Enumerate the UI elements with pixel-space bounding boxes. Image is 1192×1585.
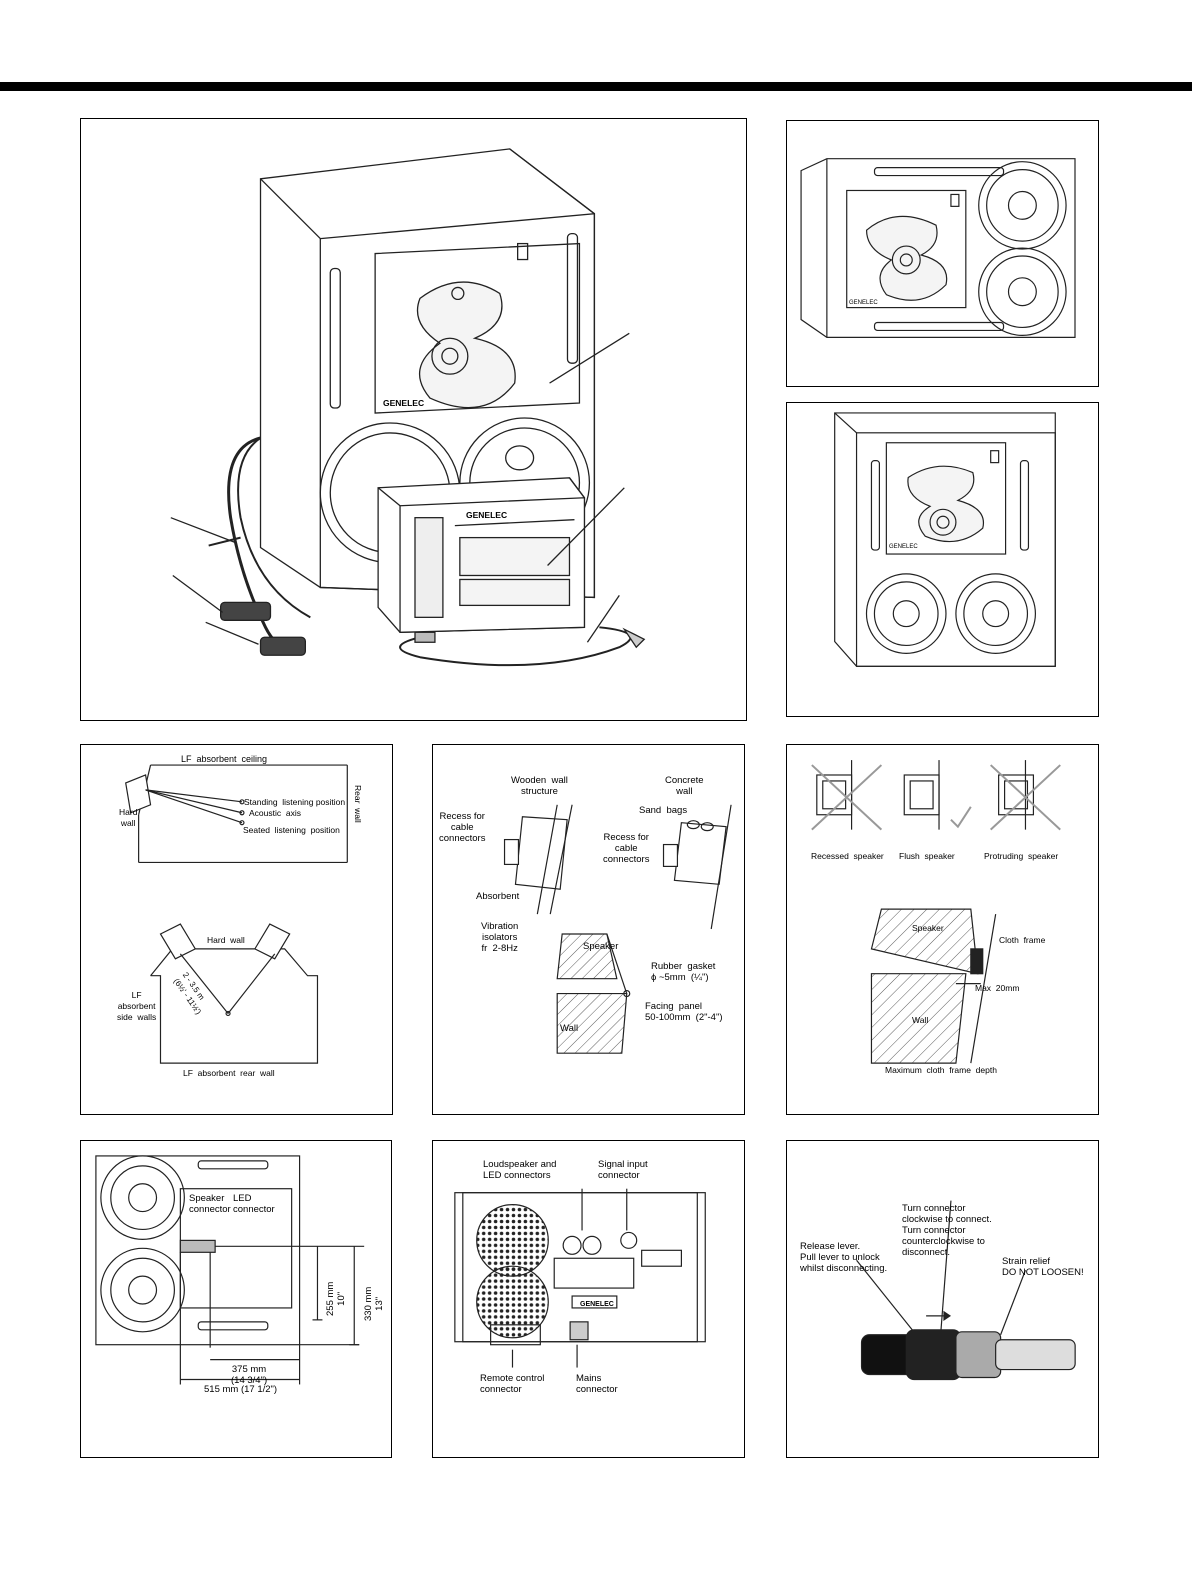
wooden-wall-label: Wooden wall structure <box>511 775 568 797</box>
connector-figure: Turn connector clockwise to connect. Tur… <box>786 1140 1099 1458</box>
led-connector-label: LED connector <box>233 1193 275 1215</box>
rear-dimensions-diagram <box>95 1155 365 1385</box>
front-view-figure: GENELEC <box>786 120 1099 387</box>
remote-control-label: Remote control connector <box>480 1373 545 1395</box>
hard-wall-2-label: Hard wall <box>207 935 245 945</box>
main-product-figure: GENELEC GENELEC <box>80 118 747 721</box>
isolators-label: Vibration isolators fr 2-8Hz <box>481 921 519 954</box>
wall-label: Wall <box>560 1023 579 1034</box>
room-layout-diagram <box>125 764 348 1064</box>
connector-diagram <box>856 1200 1076 1381</box>
room-layout-figure: LF absorbent ceiling Hard wall Rear wall… <box>80 744 393 1115</box>
strain-relief-label: Strain relief DO NOT LOOSEN! <box>1002 1256 1084 1278</box>
recess-label-2: Recess for cable connectors <box>603 832 650 865</box>
cloth-caption: Maximum cloth frame depth <box>885 1065 997 1075</box>
sand-bags-label: Sand bags <box>639 805 688 816</box>
rear-wall-2-label: LF absorbent rear wall <box>183 1068 275 1078</box>
seated-label: Seated listening position <box>243 825 340 835</box>
amplifier-rear-figure: Loudspeaker and LED connectors Signal in… <box>432 1140 745 1458</box>
hard-wall-label: Hard wall <box>119 807 138 828</box>
height-330-label: 330 mm 13" <box>363 1286 385 1321</box>
turn-connector-label: Turn connector clockwise to connect. Tur… <box>902 1203 992 1258</box>
flush-mount-figure: Recessed speaker Flush speaker Protrudin… <box>786 744 1099 1115</box>
wall-label: Wall <box>912 1015 929 1025</box>
absorbent-label: Absorbent <box>476 891 520 902</box>
amplifier-rear-diagram <box>454 1188 706 1368</box>
rear-wall-label: Rear wall <box>353 785 363 823</box>
max-label: Max 20mm <box>975 983 1020 993</box>
concrete-wall-label: Concrete wall <box>665 775 704 797</box>
front-view-vertical-figure: GENELEC <box>786 402 1099 717</box>
cloth-frame-label: Cloth frame <box>999 935 1046 945</box>
rear-dimensions-figure: Speaker connector LED connector 255 mm 1… <box>80 1140 392 1458</box>
facing-panel-label: Facing panel 50-100mm (2"-4") <box>645 1001 723 1023</box>
recess-label-1: Recess for cable connectors <box>439 811 486 844</box>
speaker-front-view-horizontal <box>800 158 1076 338</box>
amplifier-brand-label: GENELEC <box>466 510 508 520</box>
gasket-label: Rubber gasket ϕ ~5mm (¼") <box>651 961 716 983</box>
width-515-label: 515 mm (17 1/2") <box>204 1384 278 1395</box>
acoustic-axis-label: Acoustic axis <box>249 808 301 818</box>
side-walls-label: LF absorbent side walls <box>117 990 157 1022</box>
recessed-label: Recessed speaker <box>811 851 884 861</box>
mains-connector-label: Mains connector <box>576 1373 618 1395</box>
flush-mount-diagram <box>811 760 1061 1064</box>
height-255-label: 255 mm 10" <box>325 1281 347 1316</box>
width-375-label: 375 mm (14 3/4") <box>231 1364 268 1386</box>
brand-label: GENELEC <box>889 544 918 550</box>
speaker-label: Speaker <box>912 923 944 933</box>
speaker-and-amplifier-illustration <box>170 148 646 667</box>
speaker-front-view-vertical <box>834 412 1056 667</box>
loudspeaker-connectors-label: Loudspeaker and LED connectors <box>483 1159 557 1181</box>
standing-label: Standing listening position <box>244 797 346 807</box>
speaker-connector-label: Speaker connector <box>189 1193 231 1215</box>
signal-input-label: Signal input connector <box>598 1159 648 1181</box>
release-lever-label: Release lever. Pull lever to unlock whil… <box>800 1241 888 1274</box>
wall-mounting-figure: Wooden wall structure Concrete wall Rece… <box>432 744 745 1115</box>
amp-brand-label: GENELEC <box>580 1301 614 1308</box>
wall-mounting-diagram <box>503 804 732 1054</box>
speaker-label: Speaker <box>583 941 619 952</box>
ceiling-label: LF absorbent ceiling <box>181 754 268 764</box>
brand-label: GENELEC <box>849 300 878 306</box>
speaker-brand-label: GENELEC <box>383 398 425 408</box>
protruding-label: Protruding speaker <box>984 851 1059 861</box>
top-rule <box>0 82 1192 91</box>
flush-label: Flush speaker <box>899 851 955 861</box>
